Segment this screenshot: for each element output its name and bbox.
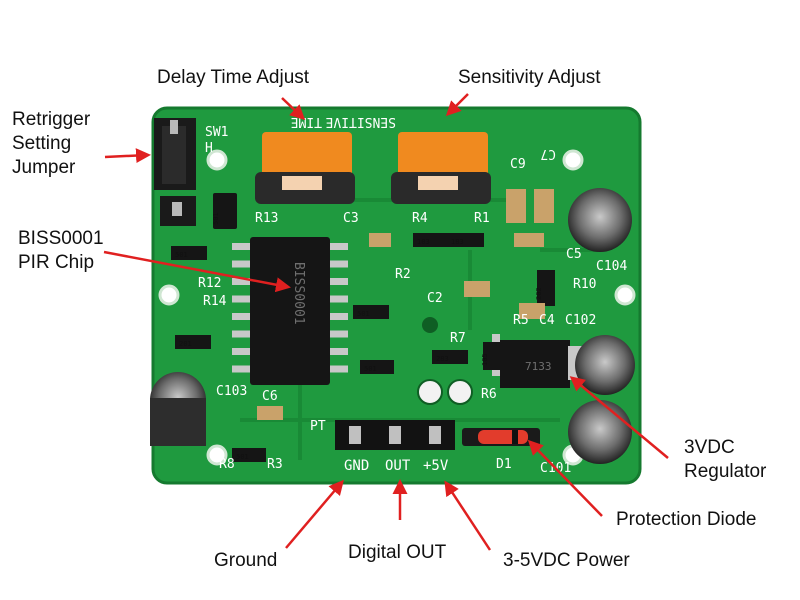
chip-pin [232,348,252,355]
silk-c4: C4 [539,313,555,328]
chip-pin [328,330,348,338]
silk-r4: R4 [412,211,428,226]
silk-time: TIME [291,114,322,129]
silk-plus5v: +5V [423,458,449,474]
silk-r1: R1 [474,211,490,226]
silk-sw1: SW1 [205,125,228,140]
silk-h: H [205,141,213,156]
smd-code: 501 [175,251,188,259]
capacitor-c104 [568,188,632,252]
protection-diode [462,428,540,446]
smd-code: 501 [212,212,220,225]
callout-ground: Ground [214,550,278,571]
chip-pin [232,365,252,373]
silk-c103: C103 [216,384,247,399]
chip-pin [232,330,252,338]
silk-gnd: GND [344,458,369,474]
regulator-marking: 7133 [525,360,552,373]
chip-pin [232,278,252,285]
smd-code: 183 [451,238,464,246]
chip-pin [328,295,348,303]
arrow-icon [104,148,151,164]
smd-components [171,189,555,462]
silk-r8: R8 [219,457,235,472]
capacitor-c103 [150,372,206,446]
callout-3-5vdc-power: 3-5VDC Power [503,550,630,571]
arrow-icon [281,97,306,121]
silk-r3: R3 [267,457,283,472]
arrow-icon [285,479,344,549]
smd-code: 501 [357,310,370,318]
arrow-icon [103,250,291,293]
smd-code: 105 [481,353,489,366]
callout-3vdc-regulator: 3VDC Regulator [684,437,767,482]
silk-r13: R13 [255,211,278,226]
smd-code: 103 [417,238,430,246]
silk-d1: D1 [496,457,512,472]
arrow-icon [569,376,669,459]
callout-digital-out: Digital OUT [348,542,447,563]
retrigger-jumper [154,118,196,226]
silk-c102: C102 [565,313,596,328]
capacitor-c102 [575,335,635,395]
callout-protection-diode: Protection Diode [616,509,757,530]
silk-c6: C6 [262,389,278,404]
smd-codes: 501 103 183 201 202 283 501 501 501 501 … [175,212,543,461]
silk-out: OUT [385,458,411,474]
smd-code: 201 [179,340,192,348]
silk-sensitive: SENSITIVE [326,114,396,129]
arrow-icon [444,480,492,551]
silk-r7: R7 [450,331,466,346]
silk-c104: C104 [596,259,627,274]
silk-r2: R2 [395,267,411,282]
callout-delay-time-adjust: Delay Time Adjust [157,67,310,88]
chip-pin [328,278,348,285]
chip-pin [328,243,348,250]
chip-pin [328,348,348,355]
silk-c5: C5 [566,247,582,262]
chip-pin [232,295,252,303]
silk-c9: C9 [510,157,526,172]
chip-pin [232,243,252,250]
chip-pin [328,260,348,268]
capacitor-c101 [568,400,632,464]
chip-pin [232,313,252,320]
smd-code: 283 [436,355,449,363]
silk-c7: C7 [540,146,556,161]
chip-pin [328,365,348,373]
callout-biss0001-pir-chip: BISS0001 PIR Chip [18,228,104,273]
smd-code: 202 [535,287,543,300]
silk-c2: C2 [427,291,443,306]
silk-r14: R14 [203,294,227,309]
arrow-icon [445,93,469,117]
smd-code: 501 [364,365,377,373]
chip-marking: BISS0001 [291,262,306,325]
silk-c3: C3 [343,211,359,226]
silk-r6: R6 [481,387,497,402]
voltage-regulator: 7133 [492,334,582,388]
header-pins [335,420,455,450]
arrow-icon [527,439,603,517]
smd-code: 501 [236,453,249,461]
callout-retrigger-setting-jumper: Retrigger Setting Jumper [12,109,91,178]
callout-sensitivity-adjust: Sensitivity Adjust [458,67,601,88]
silk-r5: R5 [513,313,529,328]
biss0001-chip: BISS0001 [232,237,348,385]
chip-pin [328,313,348,320]
delay-potentiometer [255,132,355,204]
callout-arrows [103,93,669,551]
silk-pt: PT [310,419,326,434]
silk-r10: R10 [573,277,596,292]
sensitivity-potentiometer [391,132,491,204]
silk-r12: R12 [198,276,221,291]
chip-pin [232,260,252,268]
